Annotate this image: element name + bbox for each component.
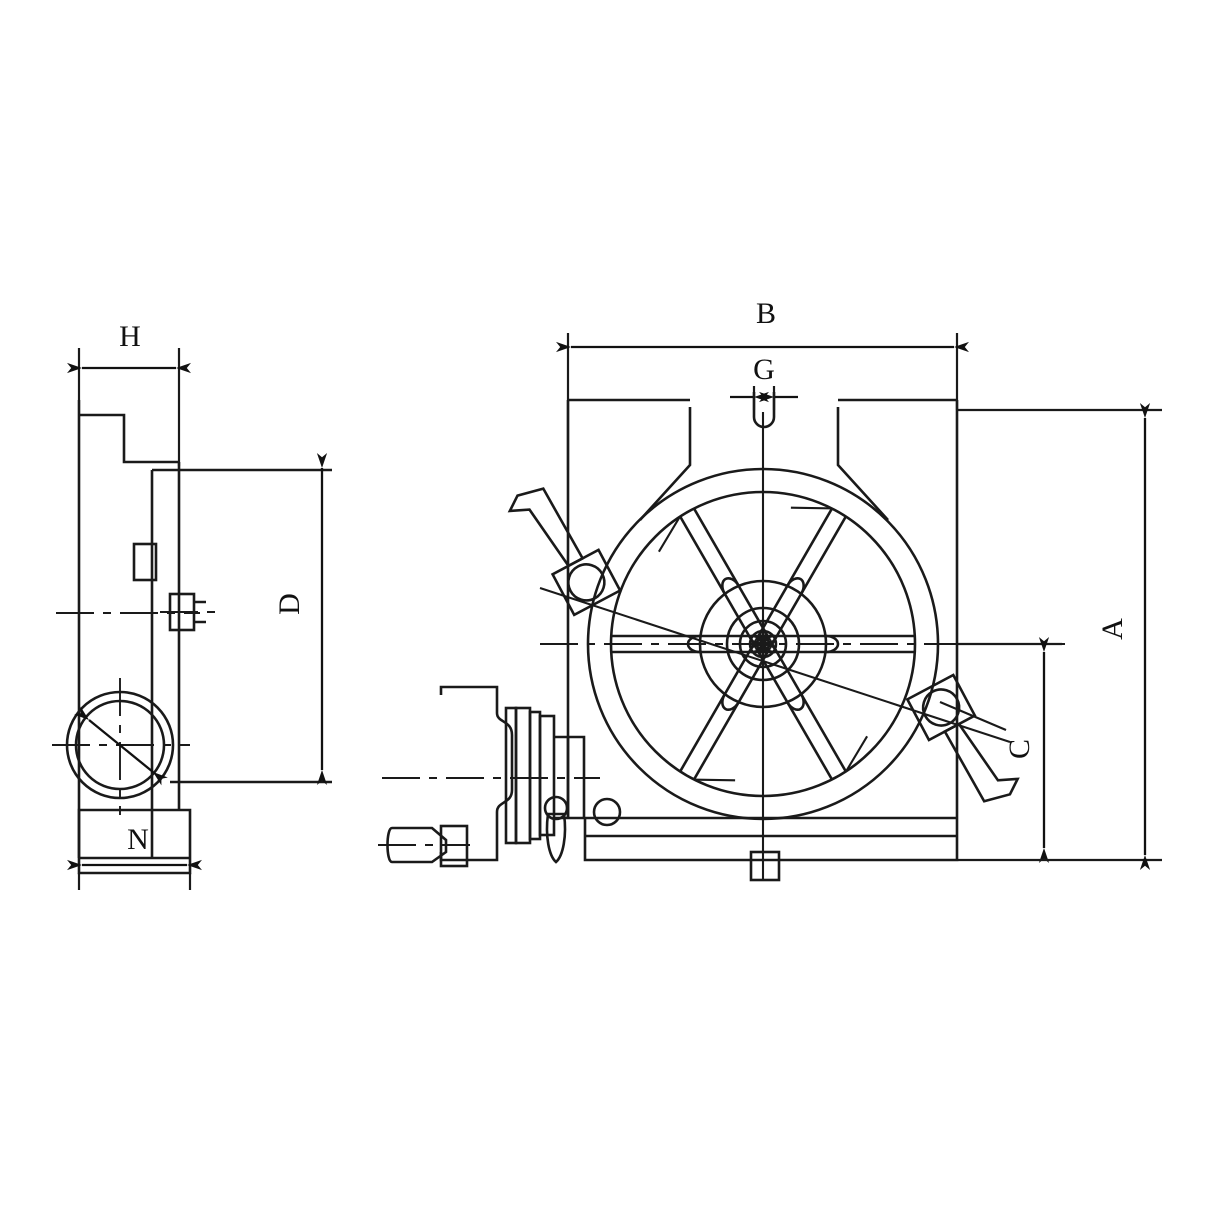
- dimension-A-label: A: [1096, 618, 1129, 640]
- dimension-C-leader: [939, 701, 1007, 731]
- dimension-N: N: [67, 823, 202, 890]
- dimension-N-label: N: [127, 823, 149, 856]
- handwheel-lock-pin: [543, 795, 569, 864]
- handwheel-assembly: [378, 685, 600, 868]
- base-centre-boss: [749, 850, 781, 882]
- handwheel-knob: [378, 824, 470, 868]
- side-key-boss: [132, 542, 158, 582]
- clamp-lever-upper-left-pivot: [567, 563, 606, 602]
- dimension-C: C: [939, 637, 1062, 863]
- side-lock-screw: [160, 592, 216, 632]
- clamp-lever-lower-right-handle: [943, 722, 1020, 803]
- base-plug-circle: [592, 797, 622, 827]
- dimension-G-label: G: [753, 353, 775, 386]
- clamp-lever-lower-right: [905, 673, 1020, 803]
- handwheel-bracket: [439, 685, 514, 862]
- table-oblique-section-line: [539, 587, 1011, 743]
- dimension-H-label: H: [119, 320, 141, 353]
- top-tslot-opening: [752, 392, 776, 429]
- dimension-B-label: B: [756, 297, 776, 330]
- side-section-view: H: [52, 320, 332, 890]
- dimension-D: D: [273, 453, 328, 785]
- clamp-lever-upper-left-handle: [507, 487, 585, 568]
- clamp-lever-upper-left: [507, 487, 622, 617]
- tslot-group: [611, 492, 915, 796]
- clamp-lever-lower-right-pivot: [921, 688, 961, 727]
- dimension-A: A: [958, 403, 1162, 870]
- hub-slot-ends: [686, 577, 840, 711]
- tslot: [611, 492, 915, 796]
- dimension-C-label: C: [1003, 739, 1036, 759]
- dimension-H: H: [67, 320, 191, 466]
- front-plan-view: B G: [378, 297, 1162, 882]
- side-bore-diameter-arrow: [74, 706, 168, 786]
- dimension-D-label: D: [273, 593, 306, 615]
- side-bore: [52, 678, 190, 815]
